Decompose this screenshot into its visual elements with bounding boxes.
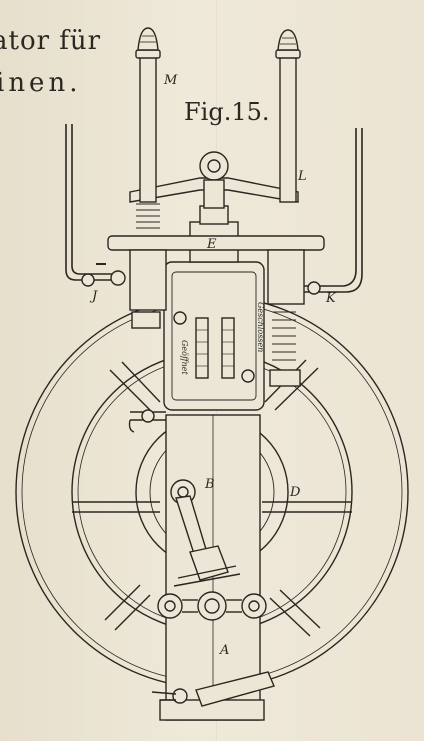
figure-caption: Fig.15. [184,98,270,126]
label-b: B [204,477,215,492]
left-rod [129,27,167,329]
label-a: A [219,643,229,658]
regulator-column [159,414,265,721]
valve-row [157,591,267,621]
label-open: Geöffnet [180,340,189,375]
label-l: L [297,169,307,184]
label-d: D [289,485,301,500]
label-m: M [163,73,178,88]
right-rod [267,29,305,387]
text-line-2: inen. [0,68,82,98]
label-closed: Geschlossen [256,302,265,352]
block-e [107,205,325,263]
left-tap [128,409,166,433]
label-k: K [325,291,337,306]
left-pipe [65,124,126,287]
top-crossbar [129,151,299,209]
outlet-pipe [151,671,275,707]
gauge-housing [163,261,265,411]
crank-arm [170,479,241,587]
label-j: J [89,289,98,304]
right-pipe [304,128,363,295]
text-line-1: ator für [0,26,102,56]
label-e: E [206,237,217,252]
